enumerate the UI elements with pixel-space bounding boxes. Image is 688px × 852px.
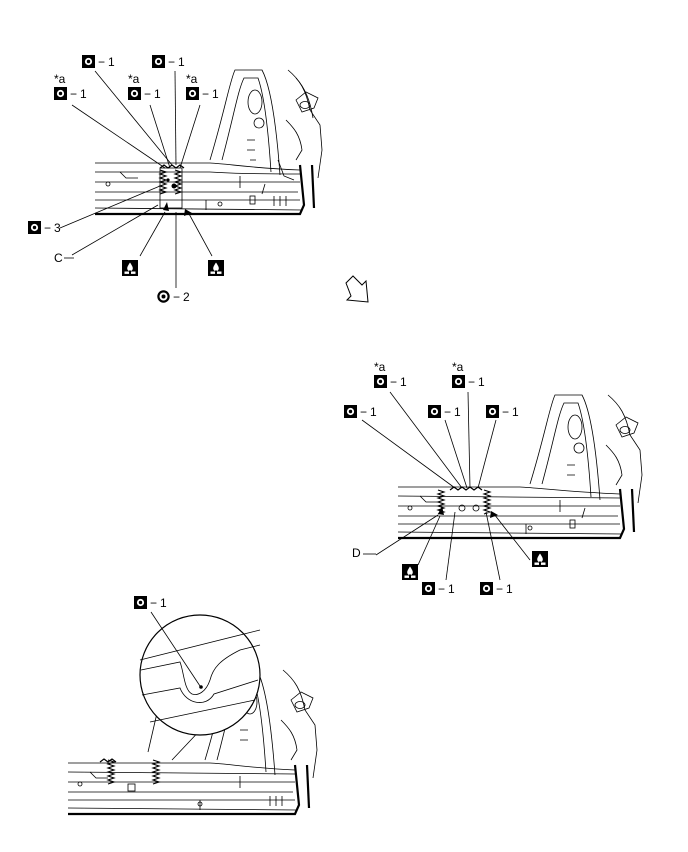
weld-quantity: 1: [154, 87, 161, 101]
callout-right-weld-1-b: − 1: [428, 405, 461, 419]
reference-mark: *a: [186, 72, 198, 86]
reference-mark: *a: [54, 72, 66, 86]
spot-weld-square-icon: [186, 87, 199, 100]
spot-weld-square-icon: [480, 582, 493, 595]
callout-right-ref-a-1: *a − 1: [374, 360, 407, 389]
weld-quantity: 1: [478, 375, 485, 389]
svg-text:−: −: [173, 290, 180, 304]
reference-mark: *a: [128, 72, 140, 86]
weld-quantity: 1: [80, 87, 87, 101]
callout-part-c: C: [54, 251, 74, 265]
svg-text:−: −: [70, 87, 77, 101]
svg-text:−: −: [144, 87, 151, 101]
svg-text:−: −: [360, 405, 367, 419]
svg-text:−: −: [496, 582, 503, 596]
detail-magnifier-bubble: [139, 611, 261, 761]
callout-weld-1-ref-a-2: *a − 1: [128, 72, 161, 101]
spot-weld-square-icon: [486, 405, 499, 418]
weld-quantity: 1: [512, 405, 519, 419]
part-label: D: [352, 546, 361, 560]
part-label: C: [54, 251, 63, 265]
callout-right-weld-1-a: − 1: [344, 405, 377, 419]
spot-weld-square-icon: [428, 405, 441, 418]
callout-weld-1-top-b: − 1: [152, 55, 185, 69]
callout-weld-1-ref-a-3: *a − 1: [186, 72, 219, 101]
right-rocker-assembly: [397, 394, 643, 540]
reference-mark: *a: [374, 360, 386, 374]
spot-weld-square-icon: [128, 87, 141, 100]
weld-quantity: 1: [160, 596, 167, 610]
spot-weld-square-icon: [82, 55, 95, 68]
right-leaders: [361, 391, 531, 581]
reference-mark: *a: [452, 360, 464, 374]
spot-weld-square-icon: [134, 596, 147, 609]
svg-text:−: −: [468, 375, 475, 389]
weld-quantity: 1: [370, 405, 377, 419]
weld-quantity: 2: [183, 290, 190, 304]
weld-quantity: 1: [178, 55, 185, 69]
weld-quantity: 1: [108, 55, 115, 69]
svg-text:−: −: [502, 405, 509, 419]
spot-weld-square-icon: [54, 87, 67, 100]
sealer-gun-icon: [208, 260, 224, 276]
spot-weld-square-icon: [422, 582, 435, 595]
callout-weld-1-top-a: − 1: [82, 55, 115, 69]
sealer-gun-icon: [122, 260, 138, 276]
hollow-arrow-icon: [345, 275, 369, 303]
callout-weld-1-ref-a-1: *a − 1: [54, 72, 87, 101]
weld-quantity: 3: [54, 221, 61, 235]
svg-text:−: −: [390, 375, 397, 389]
svg-text:−: −: [150, 596, 157, 610]
svg-text:−: −: [98, 55, 105, 69]
callout-right-ref-a-2: *a − 1: [452, 360, 485, 389]
spot-weld-square-icon: [28, 221, 41, 234]
callout-part-d: D: [352, 546, 376, 560]
spot-weld-round-icon: [157, 290, 170, 303]
upper-left-leaders: [59, 70, 213, 288]
spot-weld-square-icon: [152, 55, 165, 68]
svg-text:−: −: [44, 221, 51, 235]
weld-quantity: 1: [212, 87, 219, 101]
svg-text:−: −: [444, 405, 451, 419]
weld-quantity: 1: [448, 582, 455, 596]
spot-weld-square-icon: [452, 375, 465, 388]
callout-round-weld-2: − 2: [157, 290, 190, 304]
svg-text:−: −: [202, 87, 209, 101]
spot-weld-square-icon: [344, 405, 357, 418]
callout-detail-weld-1: − 1: [134, 596, 167, 610]
upper-left-rocker-assembly: [94, 69, 323, 216]
weld-quantity: 1: [454, 405, 461, 419]
callout-right-weld-1-c: − 1: [486, 405, 519, 419]
callout-right-weld-1-e: − 1: [480, 582, 513, 596]
svg-text:−: −: [168, 55, 175, 69]
callout-weld-3: − 3: [28, 221, 61, 235]
weld-quantity: 1: [506, 582, 513, 596]
sealer-gun-icon: [402, 564, 418, 580]
spot-weld-square-icon: [374, 375, 387, 388]
svg-text:−: −: [438, 582, 445, 596]
weld-quantity: 1: [400, 375, 407, 389]
callout-right-weld-1-d: − 1: [422, 582, 455, 596]
sealer-gun-icon: [532, 551, 548, 567]
